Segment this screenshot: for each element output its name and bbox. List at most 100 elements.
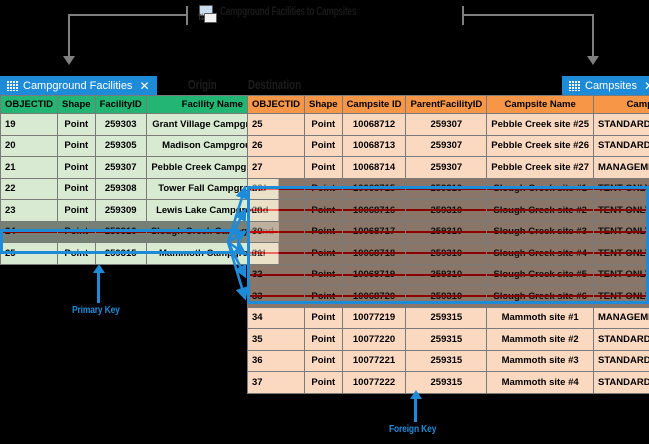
cell-parentfacilityid[interactable]: 259310 xyxy=(405,199,488,222)
cell-shape[interactable]: Point xyxy=(304,349,343,372)
cell-objectid[interactable]: 37 xyxy=(246,371,306,394)
cell-campsitename[interactable]: Mammoth site #3 xyxy=(486,349,594,372)
cell-parentfacilityid[interactable]: 259307 xyxy=(405,113,488,136)
cell-parentfacilityid[interactable]: 259310 xyxy=(405,242,488,265)
cell-campsitename[interactable]: Slough Creek site #3 xyxy=(486,220,594,243)
cell-shape[interactable]: Point xyxy=(57,199,96,222)
cell-parentfacilityid[interactable]: 259315 xyxy=(405,306,488,329)
cell-shape[interactable]: Point xyxy=(304,306,343,329)
column-header-parentfacilityid[interactable]: ParentFacilityID xyxy=(405,95,488,114)
column-header-objectid[interactable]: OBJECTID xyxy=(0,95,59,114)
tab-campground-facilities[interactable]: Campground Facilities ✕ xyxy=(0,76,157,95)
column-header-campsitetype[interactable]: Campsite Type xyxy=(592,95,649,114)
cell-objectid[interactable]: 35 xyxy=(246,328,306,351)
cell-campsitename[interactable]: Pebble Creek site #25 xyxy=(486,113,594,136)
column-header-facilityname[interactable]: Facility Name xyxy=(145,95,279,114)
cell-parentfacilityid[interactable]: 259310 xyxy=(405,177,488,200)
cell-shape[interactable]: Point xyxy=(57,134,96,157)
cell-parentfacilityid[interactable]: 259315 xyxy=(405,371,488,394)
cell-objectid[interactable]: 30 xyxy=(246,220,306,243)
cell-facilityid[interactable]: 259308 xyxy=(94,177,147,200)
cell-campsiteid[interactable]: 10077221 xyxy=(341,349,407,372)
cell-facilityid[interactable]: 259315 xyxy=(94,242,147,265)
cell-campsitename[interactable]: Mammoth site #2 xyxy=(486,328,594,351)
cell-objectid[interactable]: 27 xyxy=(246,156,306,179)
cell-parentfacilityid[interactable]: 259315 xyxy=(405,349,488,372)
cell-shape[interactable]: Point xyxy=(57,177,96,200)
cell-campsitename[interactable]: Slough Creek site #6 xyxy=(486,285,594,308)
cell-objectid[interactable]: 22 xyxy=(0,177,59,200)
cell-campsitename[interactable]: Mammoth site #1 xyxy=(486,306,594,329)
close-icon[interactable]: ✕ xyxy=(139,78,150,93)
cell-campsitename[interactable]: Slough Creek site #1 xyxy=(486,177,594,200)
cell-parentfacilityid[interactable]: 259310 xyxy=(405,285,488,308)
cell-objectid[interactable]: 20 xyxy=(0,134,59,157)
cell-campsitename[interactable]: Slough Creek site #4 xyxy=(486,242,594,265)
tab-campsites[interactable]: Campsites ✕ xyxy=(562,76,649,95)
cell-objectid[interactable]: 36 xyxy=(246,349,306,372)
column-header-shape[interactable]: Shape xyxy=(304,95,343,114)
cell-shape[interactable]: Point xyxy=(57,242,96,265)
close-icon[interactable]: ✕ xyxy=(644,79,649,93)
cell-campsiteid[interactable]: 10068712 xyxy=(341,113,407,136)
cell-facilityname[interactable]: Pebble Creek Campground xyxy=(145,156,279,179)
cell-campsiteid[interactable]: 10068714 xyxy=(341,156,407,179)
cell-objectid[interactable]: 29 xyxy=(246,199,306,222)
cell-objectid[interactable]: 32 xyxy=(246,263,306,286)
column-header-shape[interactable]: Shape xyxy=(57,95,96,114)
cell-objectid[interactable]: 34 xyxy=(246,306,306,329)
cell-campsitetype[interactable]: STANDARD NONELECTRIC xyxy=(592,328,649,351)
cell-campsitetype[interactable]: STANDARD NONELECTRIC xyxy=(592,134,649,157)
cell-facilityid[interactable]: 259309 xyxy=(94,199,147,222)
cell-shape[interactable]: Point xyxy=(304,285,343,308)
cell-campsiteid[interactable]: 10068719 xyxy=(341,263,407,286)
column-header-objectid[interactable]: OBJECTID xyxy=(246,95,306,114)
cell-shape[interactable]: Point xyxy=(304,242,343,265)
cell-parentfacilityid[interactable]: 259307 xyxy=(405,156,488,179)
cell-campsitetype[interactable]: TENT ONLY NONELECTRIC xyxy=(592,263,649,286)
cell-campsitename[interactable]: Slough Creek site #2 xyxy=(486,199,594,222)
cell-campsiteid[interactable]: 10068718 xyxy=(341,242,407,265)
cell-campsiteid[interactable]: 10077222 xyxy=(341,371,407,394)
cell-facilityid[interactable]: 259307 xyxy=(94,156,147,179)
cell-campsiteid[interactable]: 10068715 xyxy=(341,177,407,200)
cell-objectid[interactable]: 25 xyxy=(0,242,59,265)
cell-objectid[interactable]: 21 xyxy=(0,156,59,179)
cell-parentfacilityid[interactable]: 259307 xyxy=(405,134,488,157)
cell-facilityname[interactable]: Madison Campground xyxy=(145,134,279,157)
cell-shape[interactable]: Point xyxy=(304,156,343,179)
cell-facilityid[interactable]: 259310 xyxy=(94,220,147,243)
origin-table[interactable]: OBJECTID Shape FacilityID Facility Name … xyxy=(0,95,279,265)
cell-shape[interactable]: Point xyxy=(304,199,343,222)
cell-shape[interactable]: Point xyxy=(304,177,343,200)
cell-campsiteid[interactable]: 10068720 xyxy=(341,285,407,308)
cell-campsitename[interactable]: Pebble Creek site #26 xyxy=(486,134,594,157)
cell-shape[interactable]: Point xyxy=(304,263,343,286)
cell-shape[interactable]: Point xyxy=(304,220,343,243)
cell-objectid[interactable]: 25 xyxy=(246,113,306,136)
cell-campsitetype[interactable]: TENT ONLY NONELECTRIC xyxy=(592,220,649,243)
cell-shape[interactable]: Point xyxy=(57,220,96,243)
cell-objectid[interactable]: 24 xyxy=(0,220,59,243)
cell-objectid[interactable]: 33 xyxy=(246,285,306,308)
cell-campsitetype[interactable]: STANDARD NONELECTRIC xyxy=(592,113,649,136)
cell-campsitename[interactable]: Mammoth site #4 xyxy=(486,371,594,394)
cell-campsiteid[interactable]: 10068716 xyxy=(341,199,407,222)
cell-objectid[interactable]: 28 xyxy=(246,177,306,200)
cell-campsitetype[interactable]: TENT ONLY NONELECTRIC xyxy=(592,177,649,200)
